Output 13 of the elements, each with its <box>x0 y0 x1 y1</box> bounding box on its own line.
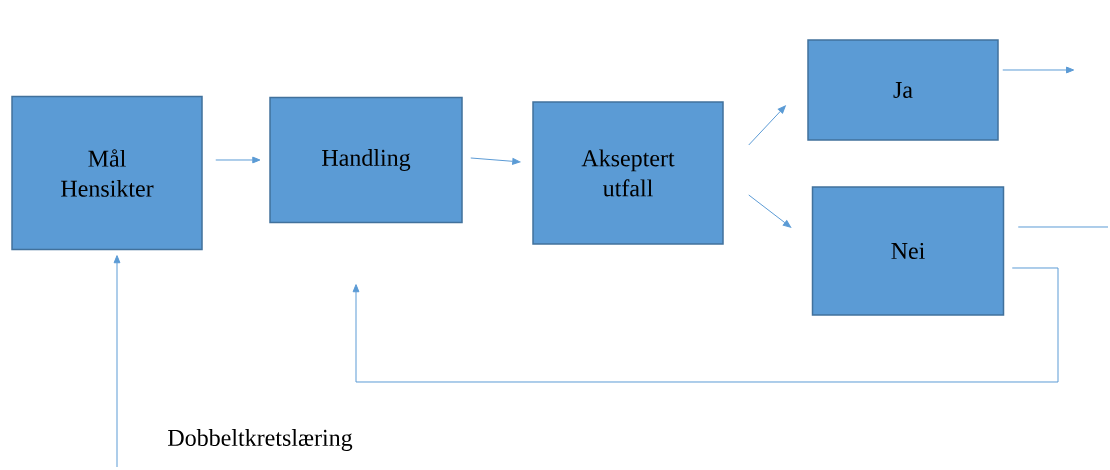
process-box: Handling <box>269 96 463 224</box>
process-box: Mål Hensikter <box>11 95 203 251</box>
process-box: Akseptert utfall <box>532 101 724 245</box>
arrow <box>748 194 792 228</box>
arrow <box>352 267 1059 383</box>
arrow <box>470 157 521 165</box>
arrow <box>113 255 121 468</box>
arrow <box>215 156 261 164</box>
process-box: Ja <box>807 39 999 141</box>
arrow <box>1002 66 1075 74</box>
arrow <box>748 105 786 146</box>
process-box: Nei <box>811 186 1005 316</box>
note-text: Dobbeltkretslæring <box>168 429 353 451</box>
